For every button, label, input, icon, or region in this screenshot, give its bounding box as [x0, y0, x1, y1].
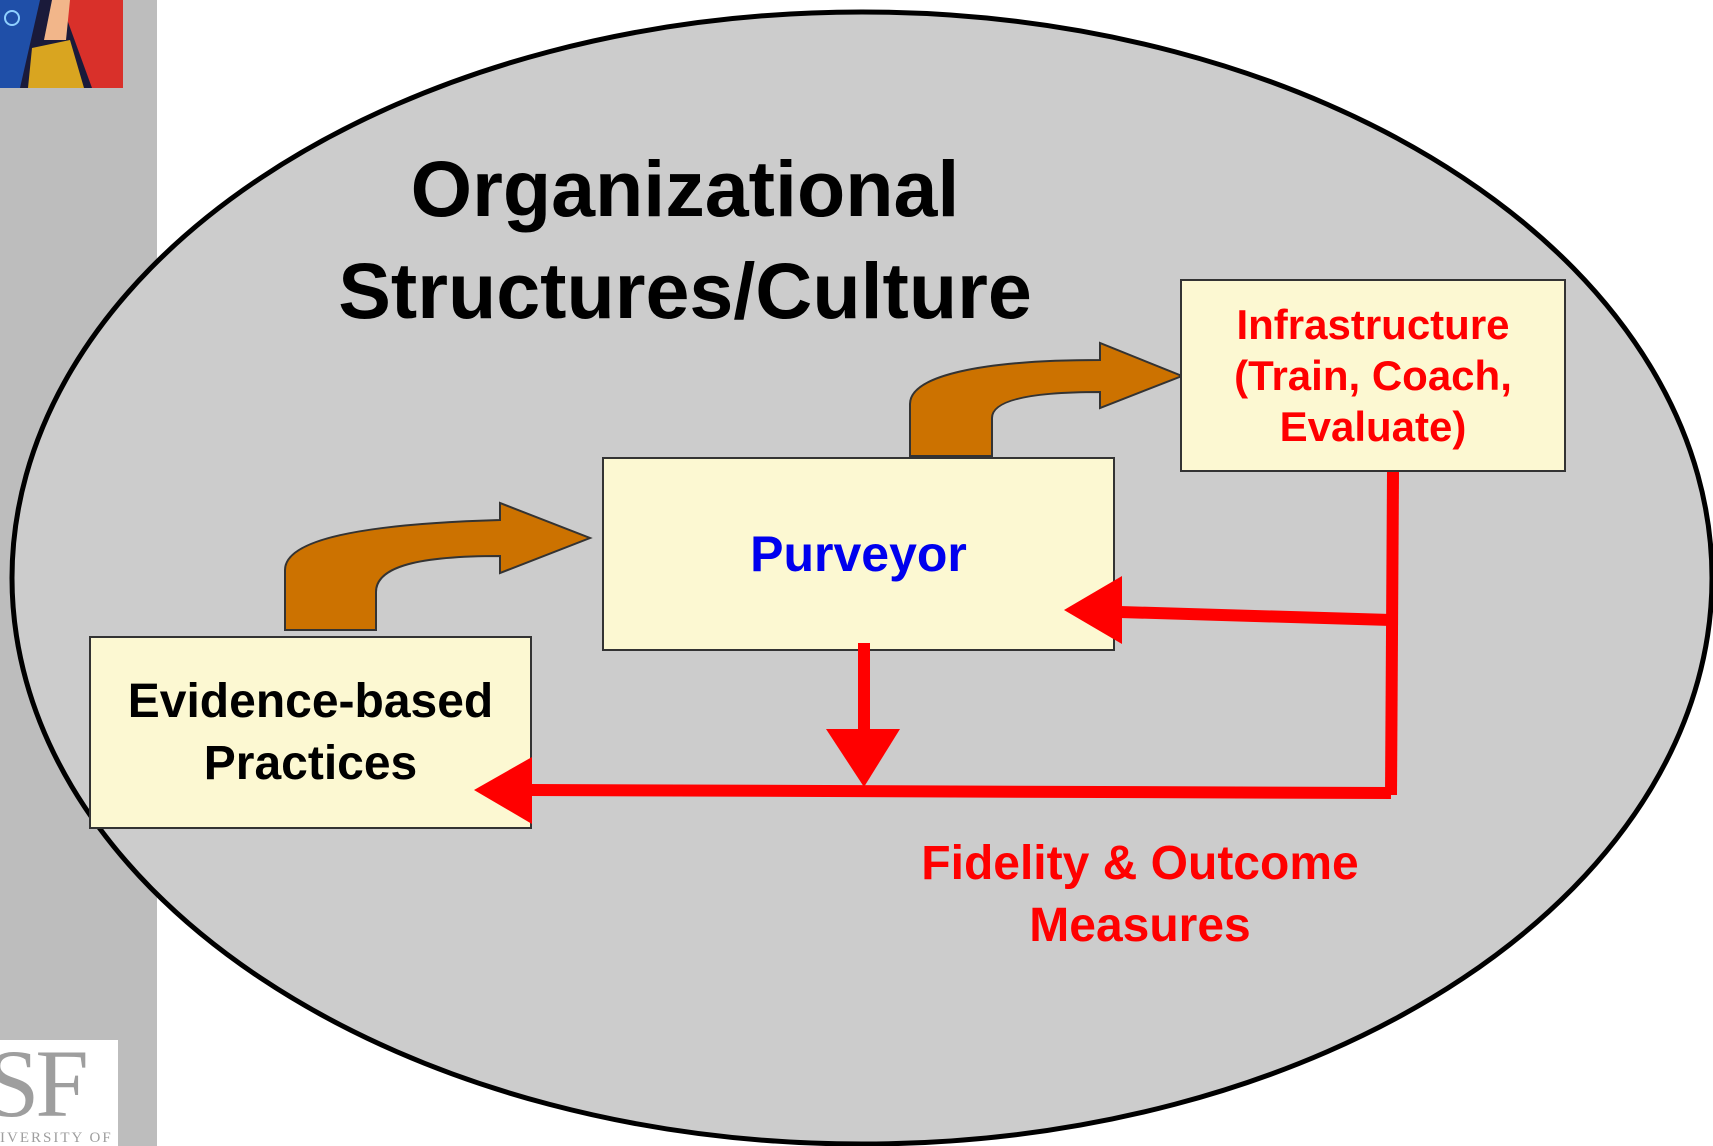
ebp-line2: Practices: [203, 736, 418, 790]
purveyor-label: Purveyor: [750, 526, 967, 582]
infrastructure-line2: (Train, Coach,: [1234, 352, 1512, 399]
ebp-line1: Evidence-based: [127, 674, 494, 728]
measures-line2: Measures: [1029, 899, 1251, 952]
box-purveyor: Purveyor: [602, 457, 1115, 651]
diagram-title: Organizational Structures/Culture: [250, 138, 1120, 342]
feedback-to-purveyor-line: [1119, 606, 1392, 626]
corner-artwork-icon: [0, 0, 123, 88]
fidelity-measures-label: Fidelity & Outcome Measures: [880, 833, 1400, 957]
arrowhead-to-purveyor: [1064, 576, 1122, 644]
arrowhead-purveyor-down: [826, 729, 900, 787]
university-logo: SF IVERSITY OF: [0, 1040, 118, 1146]
feedback-to-ebp-line: [529, 784, 1392, 799]
box-infrastructure: Infrastructure (Train, Coach, Evaluate): [1180, 279, 1566, 472]
title-line2: Structures/Culture: [338, 246, 1032, 335]
measures-line1: Fidelity & Outcome: [921, 837, 1359, 890]
box-evidence-based-practices: Evidence-based Practices: [89, 636, 532, 829]
infrastructure-line1: Infrastructure: [1236, 301, 1510, 348]
logo-subtext: IVERSITY OF: [0, 1130, 113, 1146]
arrow-purveyor-to-infrastructure: [909, 341, 1185, 457]
arrow-ebp-to-purveyor: [284, 501, 593, 631]
arrowhead-to-ebp: [474, 757, 532, 824]
title-line1: Organizational: [410, 144, 960, 233]
infrastructure-line3: Evaluate): [1279, 403, 1467, 450]
feedback-vertical-line: [1385, 471, 1399, 796]
logo-letters: SF: [0, 1040, 89, 1137]
